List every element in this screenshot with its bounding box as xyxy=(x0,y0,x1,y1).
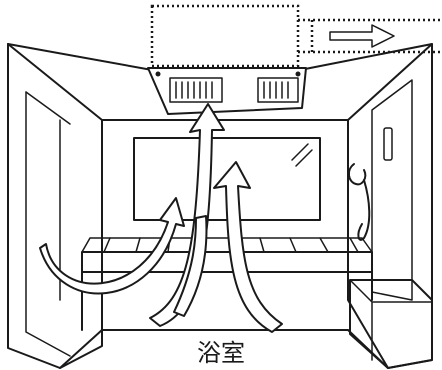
ceiling-space-dotted-box xyxy=(150,4,300,68)
exhaust-direction-arrow xyxy=(329,24,395,48)
ceiling-duct xyxy=(150,4,442,68)
shower-hose xyxy=(357,179,371,241)
shower xyxy=(348,127,393,241)
bench-block xyxy=(349,279,433,369)
airflow-arrow xyxy=(173,215,208,317)
airflow-arrow xyxy=(213,161,283,333)
left-wall xyxy=(7,43,103,369)
airflow-arrows xyxy=(39,103,283,333)
room-walls xyxy=(7,43,433,369)
window-glare xyxy=(291,143,313,167)
bathtub-rim xyxy=(81,251,373,273)
fan-grille-left xyxy=(169,77,223,103)
shower-head-icon xyxy=(348,163,367,186)
right-wall xyxy=(347,43,433,369)
airflow-arrow xyxy=(39,197,185,295)
fan-grille-right xyxy=(257,77,299,103)
duct-dotted xyxy=(298,18,442,54)
ventilation-fan-unit xyxy=(147,67,307,115)
shower-control xyxy=(383,127,393,161)
bench xyxy=(349,279,433,369)
room-label: 浴室 xyxy=(197,339,245,367)
